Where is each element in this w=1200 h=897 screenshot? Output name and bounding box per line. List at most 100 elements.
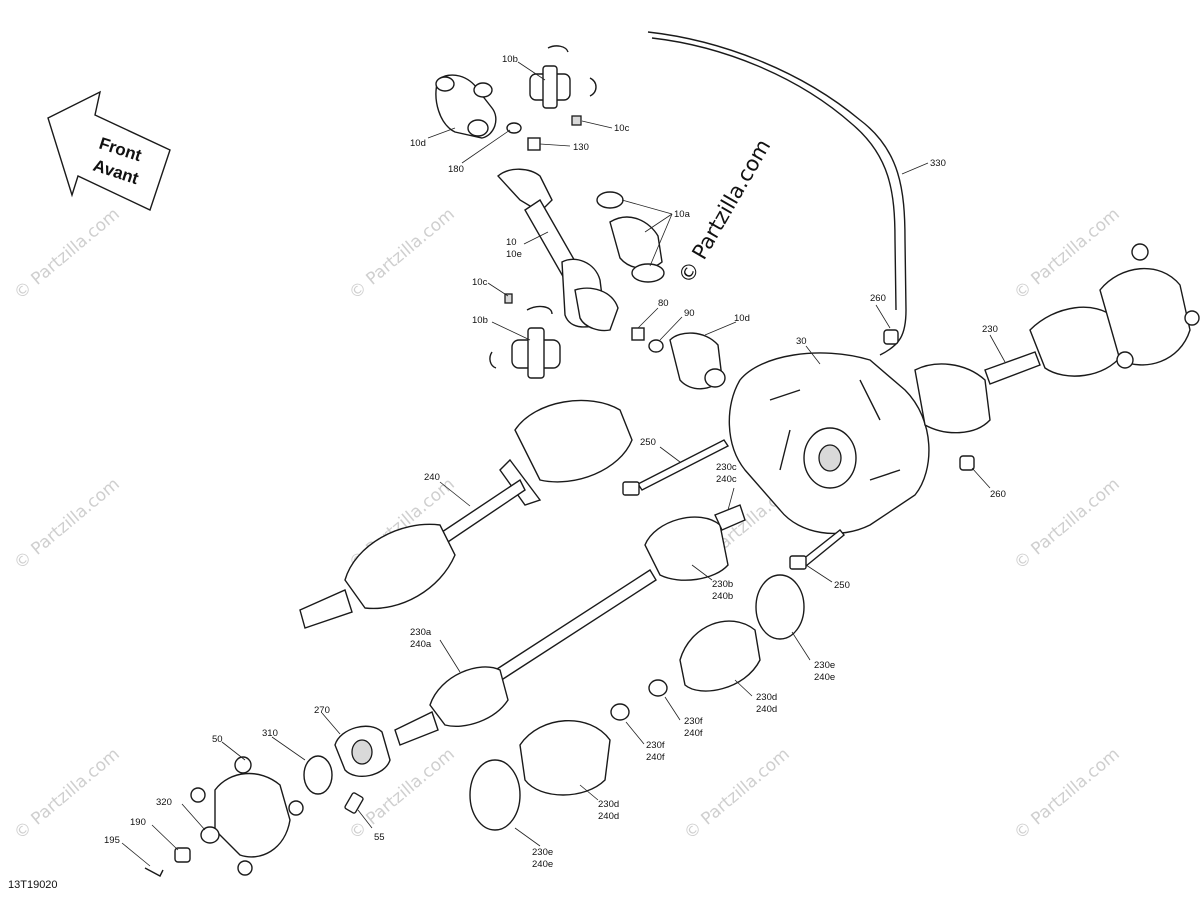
leader <box>791 631 811 661</box>
clamp-230f-right <box>648 679 668 697</box>
leader <box>579 784 599 801</box>
callout: 240d <box>598 811 619 822</box>
callout: 230f <box>684 716 703 727</box>
drive-shaft-right-upper <box>914 243 1200 434</box>
clamp-large <box>631 263 665 283</box>
callout: 10 <box>506 237 517 248</box>
bolt-130 <box>527 137 541 151</box>
watermark-faint: © Partzilla.com <box>10 474 123 574</box>
hub-stud <box>234 756 252 774</box>
prop-boot <box>609 216 663 269</box>
cv-inner-joint <box>914 363 991 434</box>
leader <box>121 842 151 867</box>
leader <box>151 824 179 851</box>
leader <box>427 127 456 139</box>
bearing-bore <box>351 739 373 765</box>
nut-260-right <box>959 455 975 471</box>
leader <box>357 809 373 829</box>
leader <box>644 213 673 233</box>
callout: 240b <box>712 591 733 602</box>
cotter-pin-195 <box>144 867 164 877</box>
callout: 230d <box>598 799 619 810</box>
callout: 270 <box>314 705 330 716</box>
leader <box>691 564 713 581</box>
washer-90 <box>648 339 664 353</box>
leader <box>491 321 531 341</box>
callout: 180 <box>448 164 464 175</box>
leader <box>875 304 891 329</box>
inner-spline-230 <box>714 504 746 531</box>
bolt-55 <box>344 792 364 814</box>
vent-hose <box>647 31 907 356</box>
callout: 240c <box>716 474 737 485</box>
housing-ribs <box>769 379 901 481</box>
prop-yoke-rear <box>574 287 619 332</box>
yoke-ear <box>435 76 455 92</box>
leader <box>523 231 549 245</box>
stub-spline-230 <box>394 711 439 746</box>
drive-shaft-230 <box>394 504 746 746</box>
leader <box>461 129 511 164</box>
yoke-ear <box>473 82 493 98</box>
snap-ring-310 <box>303 755 333 795</box>
callout: 90 <box>684 308 695 319</box>
hub-stud <box>288 800 304 816</box>
callout: 30 <box>796 336 807 347</box>
watermark-faint: © Partzilla.com <box>10 744 123 844</box>
callout: 310 <box>262 728 278 739</box>
clamp-230e-left <box>469 759 521 831</box>
callout: 10c <box>614 123 630 134</box>
callout: 80 <box>658 298 669 309</box>
clamp-230e-right <box>755 574 805 640</box>
boot-230d-left <box>519 719 611 796</box>
callout: 230 <box>982 324 998 335</box>
callout: 330 <box>930 158 946 169</box>
leader <box>439 481 471 507</box>
diagram-reference-id: 13T19020 <box>8 879 58 891</box>
drive-shaft-240 <box>299 399 633 629</box>
nut-260-top <box>883 329 899 345</box>
callout: 195 <box>104 835 120 846</box>
leader <box>271 736 306 761</box>
leader <box>621 199 673 215</box>
callout: 240f <box>646 752 665 763</box>
callout: 10e <box>506 249 522 260</box>
leader-lines <box>121 61 1006 867</box>
callout: 260 <box>990 489 1006 500</box>
cv-outer-joint-230 <box>429 666 509 727</box>
u-joint-cap <box>542 65 558 109</box>
callout: 50 <box>212 734 223 745</box>
callout: 230b <box>712 579 733 590</box>
cv-inner-housing-230 <box>644 516 729 581</box>
leader <box>989 334 1006 363</box>
axle-bar-230 <box>479 569 657 691</box>
pinion-yoke-bore <box>704 368 726 388</box>
leader <box>649 213 673 267</box>
washer-180 <box>506 122 522 134</box>
callout: 240e <box>532 859 553 870</box>
leader <box>637 307 659 329</box>
leader <box>487 282 509 297</box>
hub-stud <box>237 860 253 876</box>
wheel-hub-50 <box>214 772 291 858</box>
callout: 240a <box>410 639 432 650</box>
callout: 240e <box>814 672 835 683</box>
leader <box>805 345 821 365</box>
hub-stud <box>1184 310 1200 326</box>
callout: 230d <box>756 692 777 703</box>
clamp-small <box>596 191 624 209</box>
callout: 10b <box>502 54 518 65</box>
cv-outer-boot-240 <box>344 523 456 610</box>
washer-320 <box>200 826 220 844</box>
callout: 230a <box>410 627 432 638</box>
vent-hose-inner <box>651 37 897 311</box>
boot-230d-right <box>679 620 761 692</box>
callout: 240f <box>684 728 703 739</box>
watermark-faint: © Partzilla.com <box>345 204 458 304</box>
leader <box>514 827 541 847</box>
grease-fitting-10c <box>571 115 582 126</box>
hub-stud <box>1116 351 1134 369</box>
leader <box>321 712 341 735</box>
callout: 230e <box>532 847 553 858</box>
